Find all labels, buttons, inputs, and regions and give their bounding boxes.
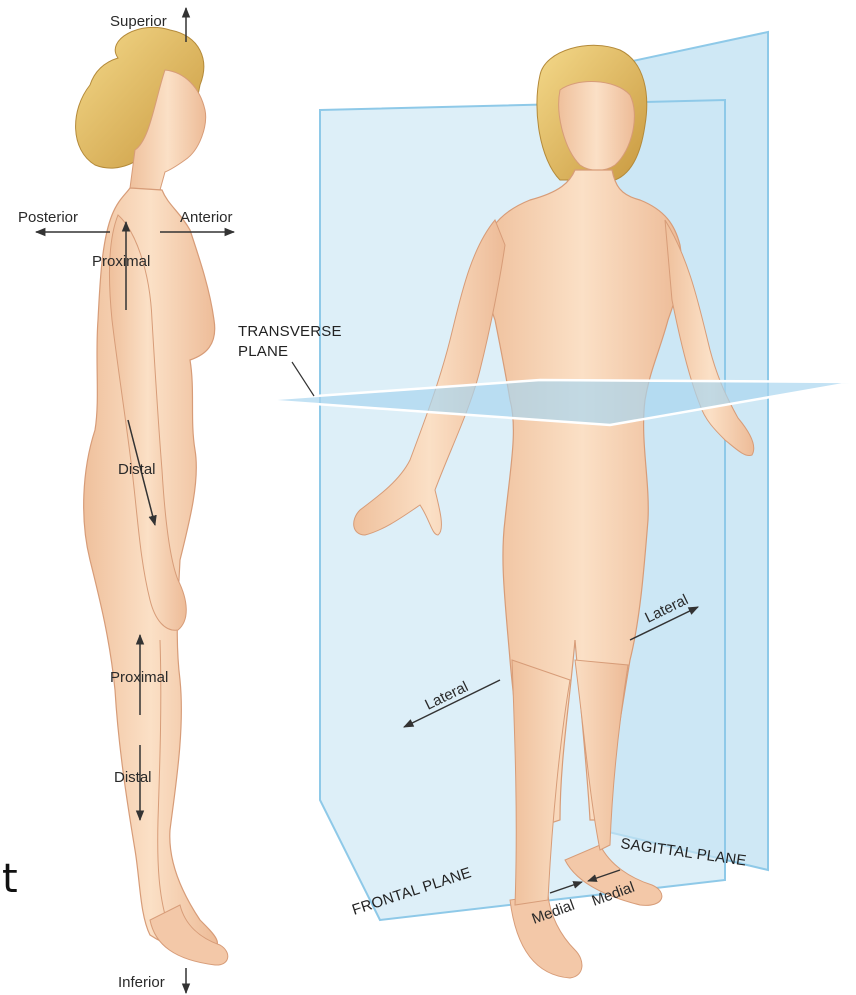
label-distal-arm: Distal	[118, 461, 156, 478]
side-view-figure	[76, 27, 228, 965]
label-proximal-arm: Proximal	[92, 253, 150, 270]
label-distal-leg: Distal	[114, 769, 152, 786]
label-transverse-line2: PLANE	[238, 343, 288, 360]
label-anterior: Anterior	[180, 209, 233, 226]
label-inferior: Inferior	[118, 974, 165, 991]
label-proximal-leg: Proximal	[110, 669, 168, 686]
label-superior: Superior	[110, 13, 167, 30]
label-posterior: Posterior	[18, 209, 78, 226]
edge-glyph: t	[2, 856, 18, 902]
inferior-indicator: Inferior	[118, 968, 186, 993]
label-transverse-line1: TRANSVERSE	[238, 323, 342, 340]
transverse-leader-line	[292, 362, 314, 396]
